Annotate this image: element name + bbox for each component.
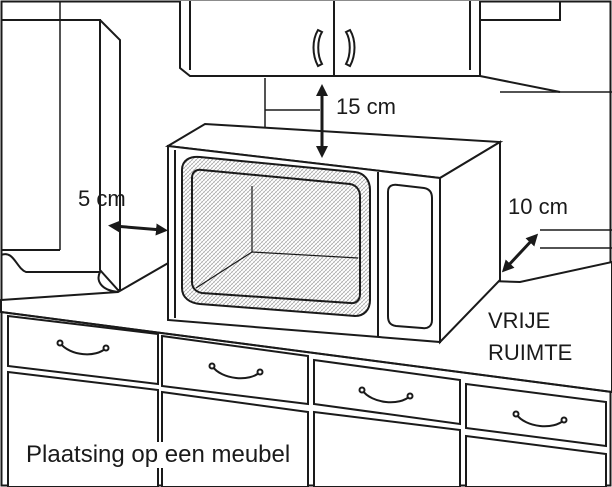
clearance-arrows (108, 84, 539, 273)
free-space-label-line1: VRIJE (488, 308, 551, 333)
top-clearance-label: 15 cm (336, 94, 396, 119)
side-clearance-label: 5 cm (78, 186, 126, 211)
diagram-caption: Plaatsing op een meubel (22, 442, 295, 468)
free-space-label-line2: RUIMTE (488, 340, 573, 365)
side-clearance-arrow (108, 220, 168, 236)
side-cabinet (0, 19, 121, 293)
rear-clearance-label: 10 cm (508, 194, 568, 219)
control-panel (387, 183, 433, 330)
wall-cabinet (179, 1, 561, 93)
microwave-window (181, 155, 371, 318)
rear-clearance-arrow (501, 233, 539, 273)
